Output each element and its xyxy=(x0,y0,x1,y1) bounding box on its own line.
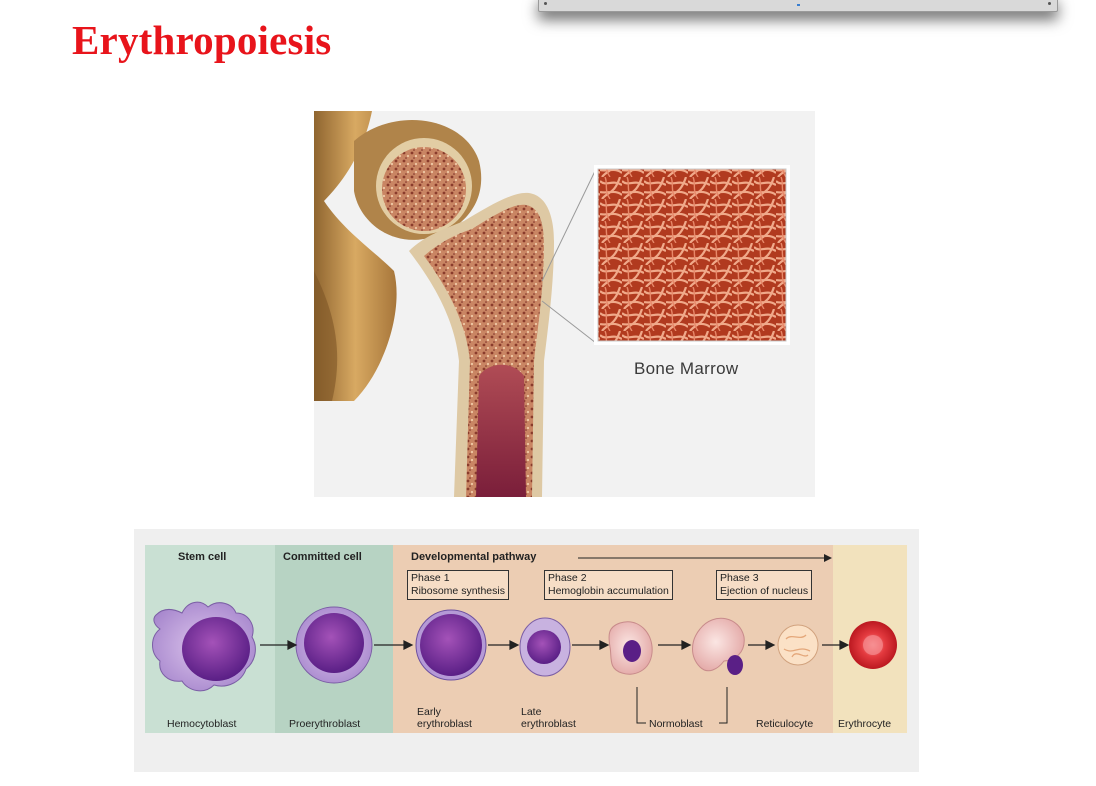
early-label-line2: erythroblast xyxy=(417,718,472,730)
reticulocyte-cell xyxy=(777,624,819,666)
late-erythroblast-label: Late erythroblast xyxy=(521,706,576,730)
late-erythroblast-cell xyxy=(519,617,571,677)
phase-1-title: Phase 1 xyxy=(411,572,450,584)
window-right-mark xyxy=(1048,2,1051,5)
phase-2-description: Hemoglobin accumulation xyxy=(548,585,669,597)
early-label-line1: Early xyxy=(417,706,441,718)
phase-2-box: Phase 2 Hemoglobin accumulation xyxy=(544,570,673,600)
bone-marrow-illustration: Bone Marrow xyxy=(314,111,815,497)
late-label-line2: erythroblast xyxy=(521,718,576,730)
phase-3-description: Ejection of nucleus xyxy=(720,585,809,597)
normoblast-bracket xyxy=(636,687,728,724)
normoblast-label: Normoblast xyxy=(649,718,703,730)
erythrocyte-label: Erythrocyte xyxy=(838,718,892,730)
stem-cell-header: Stem cell xyxy=(178,551,227,563)
phase-2-title: Phase 2 xyxy=(548,572,587,584)
window-title-strip xyxy=(538,0,1058,12)
normoblast-cell-2 xyxy=(692,617,745,675)
early-erythroblast-label: Early erythroblast xyxy=(417,706,472,730)
phase-3-title: Phase 3 xyxy=(720,572,759,584)
phase-1-description: Ribosome synthesis xyxy=(411,585,505,597)
reticulocyte-label: Reticulocyte xyxy=(756,718,814,730)
proerythroblast-cell xyxy=(295,606,373,684)
phase-3-box: Phase 3 Ejection of nucleus xyxy=(716,570,813,600)
phase-1-box: Phase 1 Ribosome synthesis xyxy=(407,570,509,600)
developmental-arrow xyxy=(578,554,832,562)
window-center-mark xyxy=(797,4,800,6)
hemocytoblast-cell xyxy=(152,601,256,692)
window-left-mark xyxy=(544,2,547,5)
erythrocyte-cell xyxy=(849,621,897,669)
slide-title: Erythropoiesis xyxy=(72,17,332,63)
committed-cell-header: Committed cell xyxy=(283,551,362,563)
femur-illustration xyxy=(314,111,815,497)
erythropoiesis-pathway: Stem cell Committed cell Developmental p… xyxy=(134,529,919,772)
normoblast-cell-1 xyxy=(608,621,653,675)
late-label-line1: Late xyxy=(521,706,542,718)
hemocytoblast-label: Hemocytoblast xyxy=(167,718,237,730)
pathway-arrows xyxy=(260,640,850,650)
developmental-pathway-header: Developmental pathway xyxy=(411,551,537,563)
proerythroblast-label: Proerythroblast xyxy=(289,718,361,730)
bone-marrow-label: Bone Marrow xyxy=(634,359,739,378)
early-erythroblast-cell xyxy=(415,609,487,681)
cell-sequence xyxy=(152,601,897,724)
